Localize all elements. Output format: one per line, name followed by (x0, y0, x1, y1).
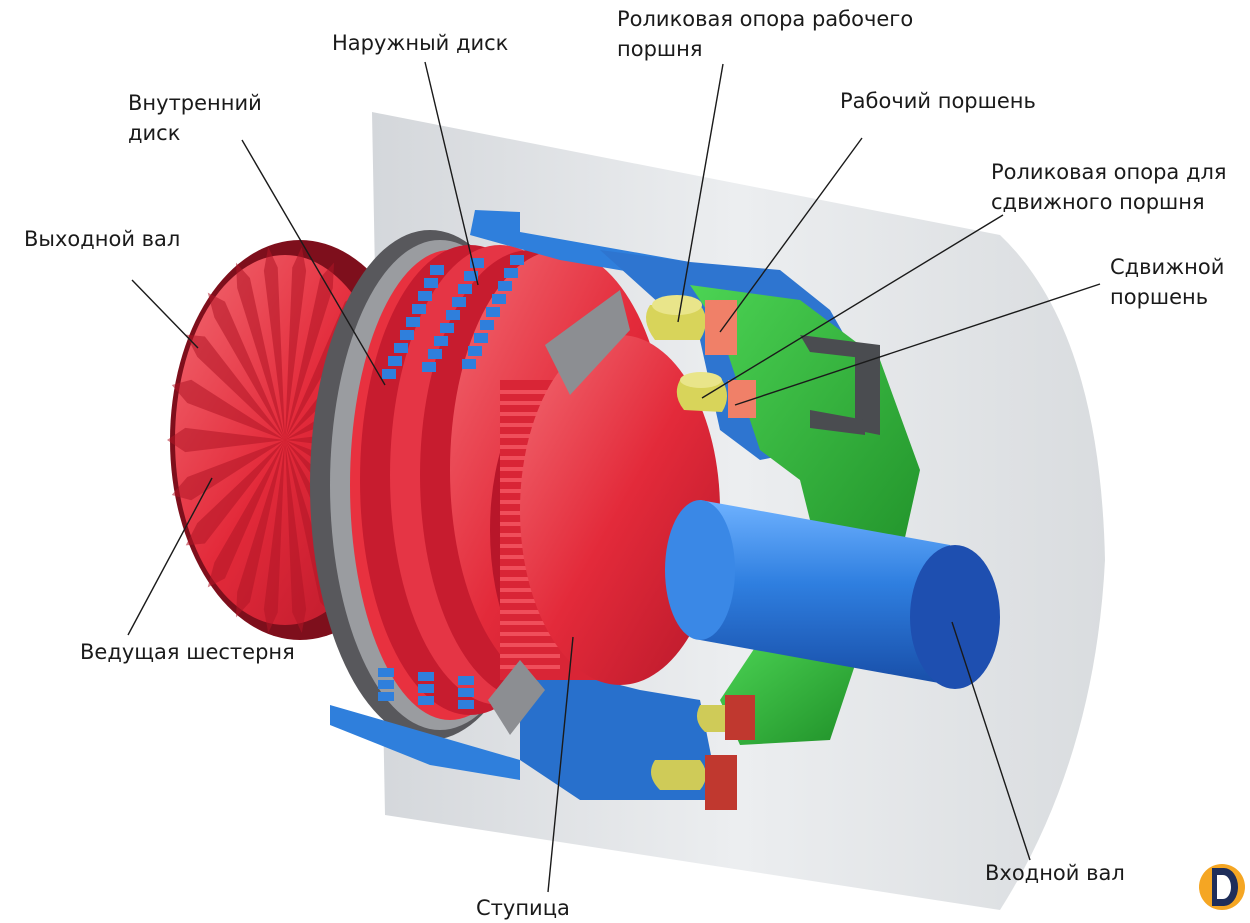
disc-tooth (418, 291, 432, 301)
gear-tooth (167, 427, 285, 453)
disc-tooth (394, 343, 408, 353)
disc-tooth (480, 320, 494, 330)
disc-tooth (378, 668, 394, 677)
input-shaft (665, 500, 1000, 689)
disc-tooth (504, 268, 518, 278)
disc-tooth (498, 281, 512, 291)
hub-spline (500, 401, 560, 405)
disc-tooth (446, 310, 460, 320)
disc-tooth (440, 323, 454, 333)
gear-tooth (185, 440, 285, 546)
label-outer-disc: Наружный диск (332, 31, 509, 55)
gear-tooth (235, 440, 285, 618)
hub-spline (500, 643, 560, 647)
label-shift-piston: Сдвижной поршень (1110, 255, 1225, 309)
hub-spline (500, 665, 560, 669)
return-spring (800, 335, 880, 435)
gear-tooth (171, 379, 285, 440)
working-piston (705, 300, 737, 355)
gear-tooth (285, 262, 335, 440)
gear-tooth (171, 440, 285, 501)
label-working-piston-bearing: Роликовая опора рабочего поршня (617, 7, 914, 61)
bottom-pistons (705, 695, 755, 810)
disc-tooth (474, 333, 488, 343)
disc-tooth (400, 330, 414, 340)
hub-spline (500, 412, 560, 416)
outer-disc-teeth (378, 255, 524, 709)
working-piston-bearing (646, 295, 706, 340)
disc-tooth (452, 297, 466, 307)
label-inner-disc: Внутренний диск (128, 91, 262, 145)
leader-lines (127, 61, 1101, 893)
disc-tooth (382, 369, 396, 379)
gear-tooth (235, 262, 285, 440)
brand-logo-icon (1199, 864, 1245, 910)
label-drive-gear: Ведущая шестерня (80, 640, 295, 664)
disc-tooth (388, 356, 402, 366)
disc-tooth (418, 684, 434, 693)
disc-tooth (510, 255, 524, 265)
hub-spline (500, 654, 560, 658)
disc-tooth (434, 336, 448, 346)
label-hub: Ступица (476, 896, 570, 920)
gear-tooth (285, 440, 307, 634)
hub-spline (500, 390, 560, 394)
disc-tooth (492, 294, 506, 304)
gear-tooth (263, 246, 285, 440)
label-shift-piston-bearing: Роликовая опора для сдвижного поршня (991, 160, 1227, 214)
disc-tooth (424, 278, 438, 288)
shift-piston-bearing (676, 372, 727, 412)
disc-tooth (422, 362, 436, 372)
disc-tooth (412, 304, 426, 314)
hub-spline (500, 621, 560, 625)
disc-tooth (486, 307, 500, 317)
disc-tooth (418, 696, 434, 705)
hub-spline (500, 588, 560, 592)
gear-tooth (207, 440, 285, 588)
gray-wedges (488, 290, 630, 735)
hub-spline (500, 599, 560, 603)
hub-spline (500, 423, 560, 427)
hub-spline (500, 632, 560, 636)
disc-tooth (428, 349, 442, 359)
gear-tooth (285, 246, 307, 440)
disc-tooth (406, 317, 420, 327)
hub-spline (500, 610, 560, 614)
disc-tooth (464, 271, 478, 281)
label-input-shaft: Входной вал (985, 861, 1125, 885)
disc-tooth (458, 676, 474, 685)
disc-tooth (378, 692, 394, 701)
disc-tooth (378, 680, 394, 689)
gear-tooth (263, 440, 285, 634)
disc-tooth (458, 688, 474, 697)
label-output-shaft: Выходной вал (24, 227, 181, 251)
disc-tooth (418, 672, 434, 681)
label-working-piston: Рабочий поршень (840, 89, 1036, 113)
disc-tooth (430, 265, 444, 275)
disc-tooth (458, 700, 474, 709)
disc-tooth (470, 258, 484, 268)
disc-tooth (468, 346, 482, 356)
disc-tooth (462, 359, 476, 369)
gear-tooth (185, 334, 285, 440)
disc-tooth (458, 284, 472, 294)
gear-tooth (207, 292, 285, 440)
